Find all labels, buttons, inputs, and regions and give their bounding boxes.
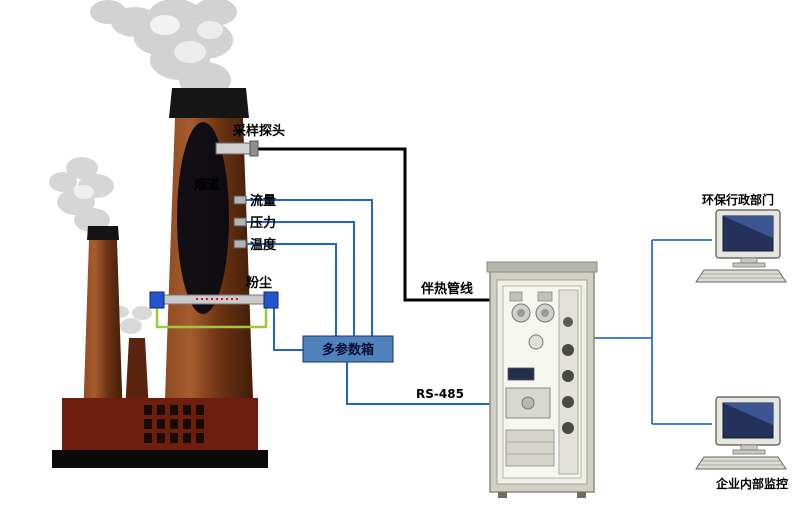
label-pressure: 压力 — [250, 215, 276, 231]
factory-window — [157, 419, 165, 429]
temperature-signal-line — [246, 243, 337, 336]
factory-window — [183, 433, 191, 443]
factory-window — [183, 419, 191, 429]
factory-window — [144, 419, 152, 429]
dust-monitor-receiver — [263, 291, 279, 309]
factory-window — [157, 405, 165, 415]
label-temperature: 温度 — [250, 237, 277, 253]
dust-signal-line — [273, 308, 303, 351]
smoke-main — [90, 0, 237, 98]
label-env-admin: 环保行政部门 — [702, 192, 774, 207]
smoke-puff — [193, 0, 237, 26]
sampling-probe-tip — [249, 140, 259, 157]
factory-window — [196, 433, 204, 443]
rs485-line — [346, 362, 490, 405]
cabinet-pump-core — [517, 309, 525, 317]
factory-window — [170, 419, 178, 429]
cabinet-analyzer-knob — [521, 396, 535, 410]
label-flow: 流量 — [250, 193, 276, 209]
cabinet-filter — [562, 396, 574, 408]
cabinet-foot — [577, 492, 586, 498]
smoke-left — [49, 157, 114, 232]
cabinet-foot — [498, 492, 507, 498]
flow-signal-line — [246, 199, 373, 336]
cabinet-filter — [562, 344, 574, 356]
factory-window — [183, 405, 191, 415]
sampling-probe-body — [215, 142, 251, 155]
cabinet-top-cap — [486, 261, 598, 273]
left-smokestack-cap — [87, 226, 119, 240]
cabinet-tray — [505, 429, 555, 467]
smoke-highlight — [74, 185, 94, 199]
dust-loop-line — [155, 308, 268, 329]
flow-sensor-tap — [233, 195, 247, 205]
cabinet-pump-core — [541, 309, 549, 317]
factory-windows — [144, 405, 204, 443]
monitor-stand — [740, 444, 758, 451]
factory-building — [52, 398, 268, 468]
cabinet-display — [507, 367, 535, 381]
cabinet-filter — [563, 317, 573, 327]
smoke-highlight — [150, 15, 180, 35]
factory-window — [196, 419, 204, 429]
temperature-sensor — [233, 239, 247, 249]
monitor-stand — [740, 257, 758, 264]
label-rs485: RS-485 — [416, 387, 464, 401]
flow-sensor — [233, 195, 247, 205]
label-enterprise: 企业内部监控 — [715, 476, 788, 491]
analyzer-cabinet — [486, 261, 598, 498]
main-smokestack-cap — [169, 88, 249, 118]
pressure-sensor — [233, 217, 247, 227]
factory-window — [170, 433, 178, 443]
cabinet-analyzer — [505, 387, 551, 419]
keyboard — [695, 456, 787, 470]
factory-window — [144, 405, 152, 415]
enterprise-computer — [695, 396, 787, 470]
monitor-screen-glare — [723, 216, 773, 238]
cabinet-module — [509, 291, 523, 302]
main-smokestack-flue-core — [177, 122, 229, 314]
dust-monitor-emitter — [149, 291, 165, 309]
multi-param-box: 多参数箱 — [302, 335, 394, 363]
heated-sample-line — [256, 147, 490, 302]
multi-param-box-label: 多参数箱 — [322, 342, 374, 358]
smoke-puff — [90, 0, 126, 24]
network-lines — [594, 239, 712, 425]
temperature-sensor-tap — [233, 239, 247, 249]
smoke-highlight — [197, 21, 223, 39]
env-admin-computer — [695, 209, 787, 283]
dust-monitor — [149, 291, 279, 309]
label-sampling-probe: 采样探头 — [232, 123, 285, 139]
smoke-puff — [120, 318, 142, 334]
multi-param-box-body — [302, 335, 394, 363]
monitor-base — [732, 449, 766, 455]
cabinet-filter — [562, 370, 574, 382]
sampling-probe — [215, 140, 259, 157]
smoke-puff — [49, 172, 77, 192]
pressure-signal-line — [246, 221, 355, 336]
smoke-highlight — [174, 41, 206, 63]
factory-window — [144, 433, 152, 443]
factory-window — [170, 405, 178, 415]
main-smokestack — [163, 88, 255, 455]
factory-base — [52, 450, 268, 468]
pressure-sensor-tap — [233, 217, 247, 227]
monitor-screen-glare — [723, 403, 773, 425]
label-flue-duct: 烟道 — [194, 177, 220, 193]
factory-window — [157, 433, 165, 443]
dust-monitor-beam — [159, 294, 269, 305]
cabinet-module — [537, 291, 553, 302]
smoke-puff — [66, 157, 98, 179]
keyboard — [695, 269, 787, 283]
cabinet-filter — [562, 422, 574, 434]
label-dust: 粉尘 — [246, 275, 272, 291]
factory-window — [196, 405, 204, 415]
smoke-puff — [132, 306, 152, 320]
cabinet-gauge — [528, 334, 544, 350]
monitor-base — [732, 262, 766, 268]
label-heated-line: 伴热管线 — [420, 281, 473, 297]
